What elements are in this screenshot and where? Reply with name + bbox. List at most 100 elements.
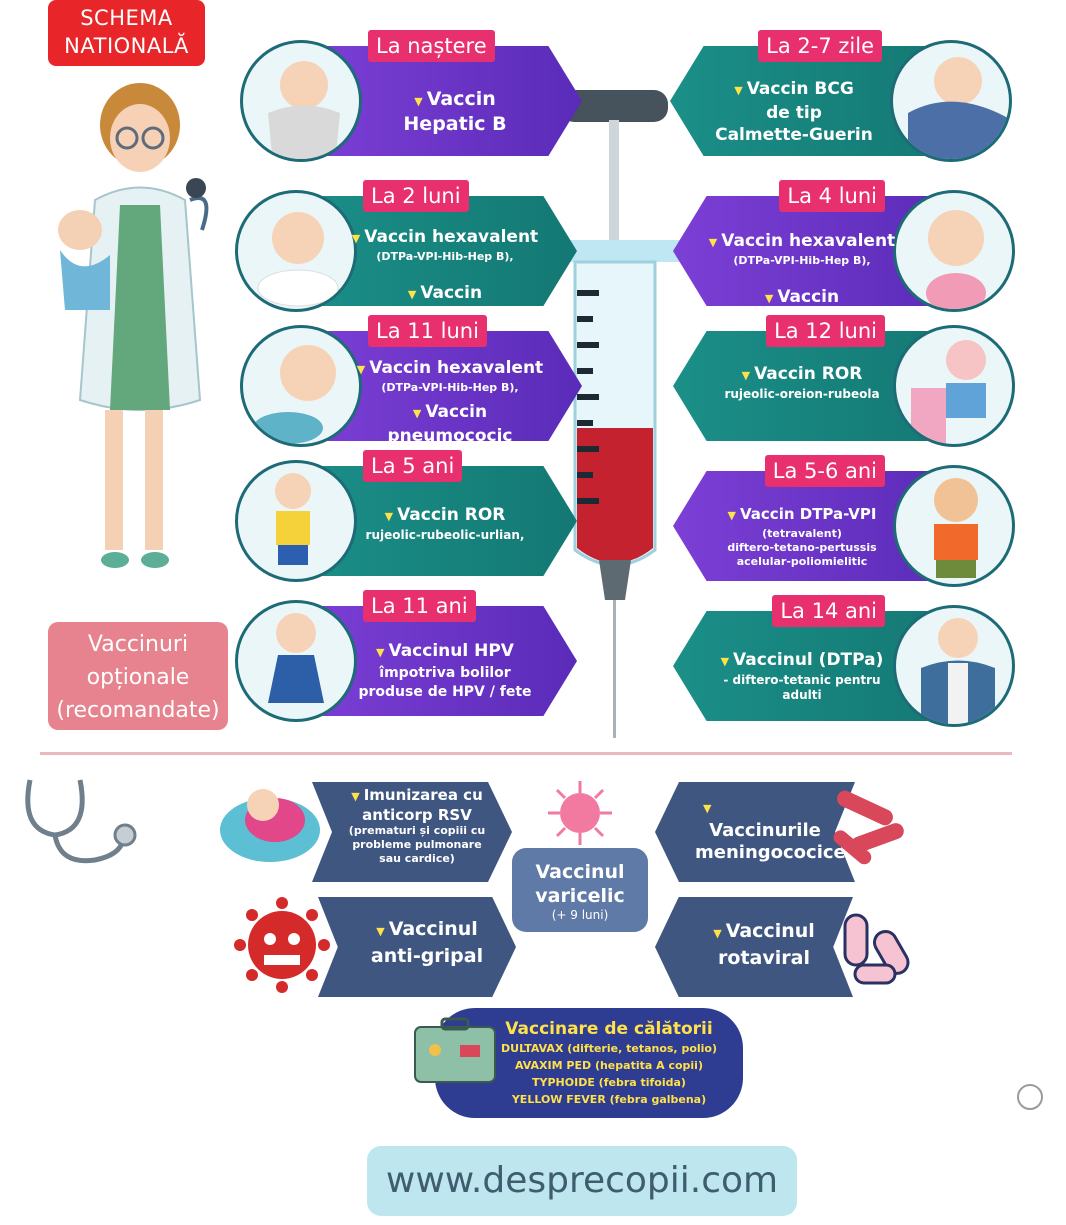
syringe-illustration — [555, 90, 693, 738]
bacteria-red-icon — [833, 790, 904, 865]
flu-virus-icon — [234, 897, 330, 993]
card-line-2: rujeolic-rubeolic-urlian, — [365, 528, 525, 542]
antigripal-arrow: ▼Vaccinul anti-gripal — [318, 897, 516, 997]
badge-line-2: NATIONALĂ — [64, 34, 189, 58]
baby-crawling-icon — [235, 190, 357, 312]
baby-sitting-icon — [893, 190, 1015, 312]
card-text: ▼Vaccin hexavalent (DTPa-VPI-Hib-Hep B),… — [350, 226, 540, 328]
card-age-label: La 14 ani — [772, 595, 885, 627]
card-line-1: Vaccin DTPa-VPI — [740, 505, 877, 523]
card-la-12-luni: La 12 luni ▼Vaccin ROR rujeolic-oreion-r… — [673, 315, 1015, 450]
optional-line-2: opționale — [86, 665, 190, 690]
rsv-line-5: sau cardice) — [379, 852, 455, 865]
card-line-1: Vaccin — [426, 88, 496, 110]
card-line-3: Vaccin pneumococic — [387, 402, 513, 446]
card-line-1: Vaccin hexavalent — [369, 358, 544, 378]
meningococ-arrow: ▼ Vaccinurile meningococice — [655, 782, 855, 882]
rsv-line-1: Imunizarea cu — [363, 786, 483, 804]
card-la-14-ani: La 14 ani ▼Vaccinul (DTPa) - diftero-tet… — [673, 595, 1015, 730]
girl-icon — [235, 600, 357, 722]
card-line-1: Vaccin ROR — [754, 364, 863, 384]
virus-pink-icon — [548, 781, 612, 845]
rsv-line-4: probleme pulmonare — [352, 838, 482, 851]
card-age-label: La naștere — [368, 30, 495, 62]
rota-line-2: rotaviral — [718, 947, 810, 969]
card-text: ▼Vaccin ROR rujeolic-oreion-rubeola — [707, 363, 897, 402]
boy-smiling-icon — [893, 465, 1015, 587]
rsv-line-2: anticorp RSV — [362, 806, 472, 824]
card-line-2: (DTPa-VPI-Hib-Hep B), — [376, 250, 514, 263]
baby-swaddled-icon — [240, 40, 362, 162]
travel-line-2: AVAXIM PED (hepatita A copii) — [515, 1059, 703, 1072]
card-line-3: Calmette-Guerin — [715, 125, 873, 145]
mening-line-2: meningococice — [695, 842, 846, 863]
rota-line-1: Vaccinul — [725, 920, 815, 942]
suitcase-icon — [414, 1017, 496, 1083]
varicelic-line-1: Vaccinul — [535, 861, 625, 883]
varicelic-box: Vaccinul varicelic (+ 9 luni) — [512, 848, 648, 932]
card-text: ▼Vaccin DTPa-VPI (tetravalent) diftero-t… — [707, 503, 897, 569]
card-la-nastere: La naștere ▼Vaccin Hepatic B — [240, 30, 582, 165]
card-line-3: adulti — [782, 688, 822, 702]
card-la-2-7-zile: La 2-7 zile ▼Vaccin BCG de tip Calmette-… — [670, 30, 1012, 165]
card-la-11-luni: La 11 luni ▼Vaccin hexavalent (DTPa-VPI-… — [240, 315, 582, 450]
card-age-label: La 4 luni — [779, 180, 885, 212]
card-line-2: împotriva bolilor — [379, 665, 511, 681]
travel-line-4: YELLOW FEVER (febra galbena) — [511, 1093, 707, 1106]
gripal-line-1: Vaccinul — [388, 918, 478, 940]
card-line-2: (DTPa-VPI-Hib-Hep B), — [733, 254, 871, 267]
travel-title: Vaccinare de călătorii — [505, 1019, 713, 1039]
card-line-2: - diftero-tetanic pentru — [723, 673, 881, 687]
baby-hands-icon — [220, 789, 320, 862]
card-line-3: produse de HPV / fete — [358, 684, 532, 700]
card-text: ▼Vaccin Hepatic B — [355, 88, 555, 135]
card-age-label: La 2-7 zile — [758, 30, 882, 62]
card-age-label: La 12 luni — [766, 315, 885, 347]
rsv-line-3: (prematuri și copiii cu — [348, 824, 486, 837]
rotaviral-arrow: ▼Vaccinul rotaviral — [655, 897, 853, 997]
optional-vaccines-label: Vaccinuri opționale (recomandate) — [48, 622, 228, 730]
card-age-label: La 11 luni — [368, 315, 487, 347]
card-line-4: acelular-poliomielitic — [736, 555, 868, 568]
card-la-2-luni: La 2 luni ▼Vaccin hexavalent (DTPa-VPI-H… — [235, 180, 577, 327]
toddler-standing-icon — [893, 325, 1015, 447]
schema-nationala-badge: SCHEMA NATIONALĂ — [48, 0, 205, 66]
scroll-indicator-icon[interactable] — [1017, 1084, 1043, 1110]
card-line-1: Vaccin hexavalent — [721, 231, 896, 251]
card-text: ▼Vaccinul (DTPa) - diftero-tetanic pentr… — [707, 649, 897, 703]
card-line-1: Vaccin hexavalent — [364, 227, 539, 247]
card-age-label: La 11 ani — [363, 590, 476, 622]
card-line-1: Vaccin BCG — [746, 79, 854, 99]
travel-line-1: DULTAVAX (difterie, tetanos, polio) — [501, 1042, 717, 1055]
varicelic-line-2: varicelic — [535, 885, 625, 907]
card-text: ▼Vaccin ROR rujeolic-rubeolic-urlian, — [350, 504, 540, 543]
baby-crawling-blue-icon — [240, 325, 362, 447]
doctor-illustration — [58, 83, 209, 568]
card-text: ▼Vaccinul HPV împotriva bolilor produse … — [350, 640, 540, 702]
teen-boy-icon — [893, 605, 1015, 727]
card-line-2: (tetravalent) — [762, 527, 842, 540]
website-link[interactable]: www.desprecopii.com — [367, 1146, 797, 1216]
card-text: ▼Vaccin hexavalent (DTPa-VPI-Hib-Hep B),… — [356, 358, 544, 446]
card-line-2: Hepatic B — [403, 113, 507, 135]
card-line-1: Vaccinul (DTPa) — [733, 650, 884, 670]
optional-line-1: Vaccinuri — [87, 632, 189, 657]
optional-line-3: (recomandate) — [56, 698, 220, 723]
card-line-2: (DTPa-VPI-Hib-Hep B), — [381, 381, 519, 394]
stethoscope-icon — [25, 779, 137, 864]
card-la-4-luni: La 4 luni ▼Vaccin hexavalent (DTPa-VPI-H… — [673, 180, 1015, 331]
travel-line-3: TYPHOIDE (febra tifoida) — [532, 1076, 686, 1089]
baby-crying-icon — [890, 40, 1012, 162]
card-line-2: rujeolic-oreion-rubeola — [724, 387, 880, 401]
section-divider — [40, 752, 1012, 755]
card-line-3: diftero-tetano-pertussis — [727, 541, 877, 554]
gripal-line-2: anti-gripal — [370, 945, 484, 967]
card-age-label: La 2 luni — [363, 180, 469, 212]
card-la-11-ani: La 11 ani ▼Vaccinul HPV împotriva bolilo… — [235, 590, 577, 725]
varicelic-line-3: (+ 9 luni) — [551, 908, 609, 922]
card-line-2: de tip — [766, 103, 822, 123]
card-line-1: Vaccin ROR — [397, 505, 506, 525]
mening-line-1: Vaccinurile — [709, 820, 821, 841]
card-la-5-6-ani: La 5-6 ani ▼Vaccin DTPa-VPI (tetravalent… — [673, 455, 1015, 590]
card-text: ▼Vaccin BCG de tip Calmette-Guerin — [694, 78, 894, 146]
